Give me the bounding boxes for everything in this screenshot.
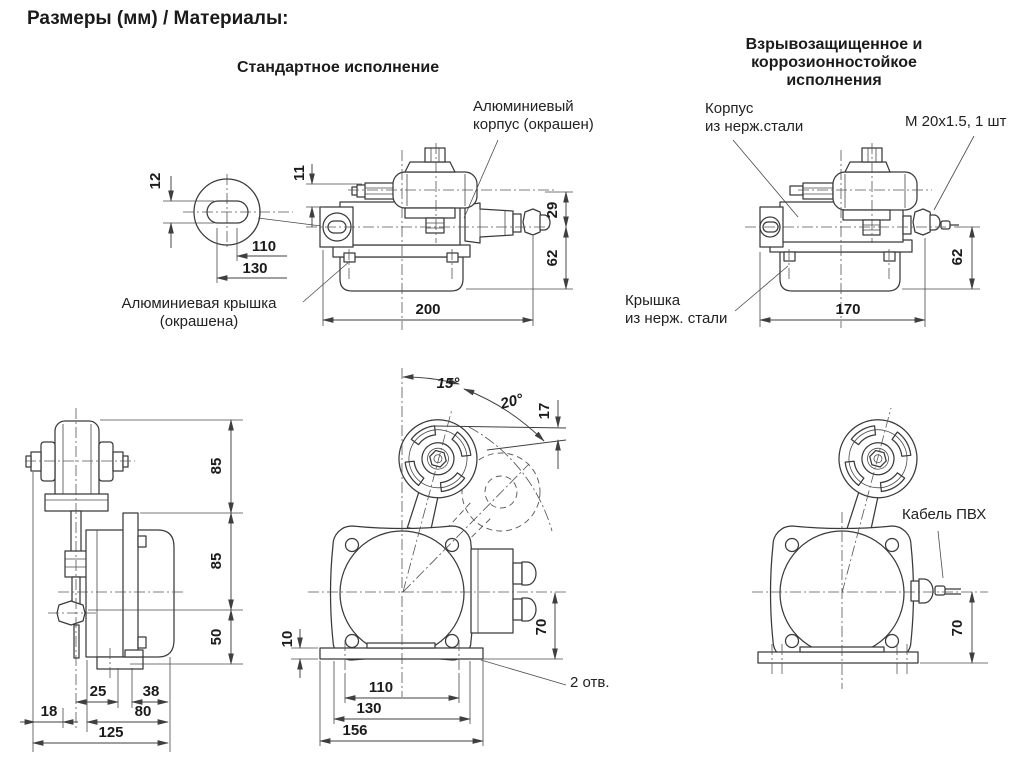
dim-angle-15: 15° <box>437 375 461 392</box>
label-gland-thread: М 20x1.5, 1 шт <box>905 113 1007 130</box>
label-stainless-cover: Крышка из нерж. стали <box>625 292 728 327</box>
dim-head-29: 29 <box>544 202 561 219</box>
label-two-holes: 2 отв. <box>570 674 610 691</box>
label-stainless-housing: Корпус из нерж.стали <box>705 100 804 135</box>
dim-travel-17: 17 <box>536 403 553 420</box>
dim-130-detail: 130 <box>242 260 267 277</box>
dim-axle-18: 18 <box>41 703 58 720</box>
dim-lever-offset-11: 11 <box>291 165 308 181</box>
dim-ex-body-62: 62 <box>949 249 966 266</box>
explosion-proof-side-view: 62 170 <box>732 135 980 328</box>
label-aluminium-housing: Алюминиевый корпус (окрашен) <box>473 98 594 133</box>
front-view-explosion-proof: 70 <box>752 407 988 689</box>
standard-side-view: 11 29 62 200 <box>291 139 573 330</box>
dim-feet-130: 130 <box>356 700 381 717</box>
dim-middle-85: 85 <box>208 553 225 570</box>
front-view-standard: 15° 20° 17 10 70 110 130 156 <box>279 368 568 746</box>
dim-upper-85: 85 <box>208 458 225 475</box>
dim-110-detail: 110 <box>252 238 276 255</box>
dim-length-200: 200 <box>415 301 440 318</box>
dim-lower-50: 50 <box>208 629 225 646</box>
dim-gland-70: 70 <box>533 619 550 636</box>
dim-base-height-10: 10 <box>279 631 296 648</box>
dim-foot-25: 25 <box>90 683 107 700</box>
dim-base-width-156: 156 <box>342 722 367 739</box>
side-profile-view: 85 85 50 25 38 18 80 125 <box>20 408 243 752</box>
label-pvc-cable: Кабель ПВХ <box>902 506 987 523</box>
dim-angle-20: 20° <box>498 390 526 413</box>
dim-body-62: 62 <box>544 250 561 267</box>
heading-explosion-proof-version: Взрывозащищенное и коррозионностойкое ис… <box>745 36 923 89</box>
label-aluminium-cover: Алюминиевая крышка (окрашена) <box>121 295 277 330</box>
dim-body-80: 80 <box>135 703 152 720</box>
detail-view-slot: 12 110 130 <box>147 173 322 283</box>
dim-flange-38: 38 <box>143 683 160 700</box>
dim-total-125: 125 <box>98 724 123 741</box>
dim-ex-length-170: 170 <box>835 301 860 318</box>
heading-standard-version: Стандартное исполнение <box>237 59 440 76</box>
dim-cable-70: 70 <box>949 620 966 637</box>
dim-holes-110: 110 <box>369 679 393 696</box>
dim-slot-12: 12 <box>147 173 164 190</box>
page-title: Размеры (мм) / Материалы: <box>27 8 289 29</box>
